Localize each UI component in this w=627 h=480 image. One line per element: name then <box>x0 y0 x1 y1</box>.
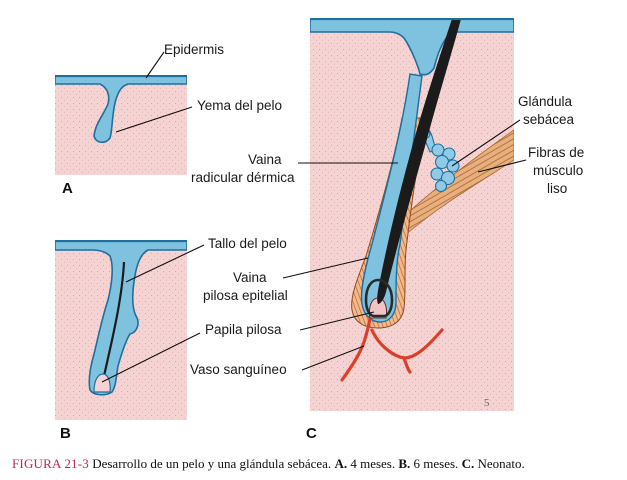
leader-epithelial-sheath <box>282 257 369 279</box>
panel-c: 5 <box>310 18 514 411</box>
hair-follicle-b <box>55 240 187 396</box>
label-epithelial-sheath-2: pilosa epitelial <box>203 288 288 303</box>
sebaceous-gland <box>419 118 460 193</box>
dermal-papilla-b <box>93 373 111 393</box>
panel-a-letter: A <box>62 180 73 197</box>
label-epithelial-sheath-1: Vaina <box>233 270 267 285</box>
panel-c-letter: C <box>306 425 317 442</box>
label-dermal-sheath-2: radicular dérmica <box>191 170 295 185</box>
caption-text: Desarrollo de un pelo y una glándula seb… <box>92 456 332 471</box>
leader-hair-bud <box>115 106 193 133</box>
label-epidermis: Epidermis <box>164 42 224 57</box>
label-blood-vessel: Vaso sanguíneo <box>190 362 287 377</box>
figure-caption: FIGURA 21-3 Desarrollo de un pelo y una … <box>12 456 622 472</box>
label-muscle-1: Fibras de <box>528 145 584 160</box>
hair-shaft-b <box>102 261 126 377</box>
epidermis-c <box>310 18 514 76</box>
panel-b-letter: B <box>60 425 71 442</box>
panel-a <box>55 75 187 175</box>
caption-key-a: A. <box>334 456 348 471</box>
caption-key-c: C. <box>461 456 475 471</box>
label-hair-shaft: Tallo del pelo <box>208 236 287 251</box>
caption-key-b: B. <box>398 456 411 471</box>
label-dermal-sheath-1: Vaina <box>248 152 282 167</box>
leader-muscle <box>477 159 527 173</box>
artist-mark: 5 <box>484 397 490 409</box>
leader-papilla-c <box>299 311 375 331</box>
leader-epidermis <box>145 51 165 79</box>
hair-shaft-c <box>377 18 462 304</box>
label-muscle-2: músculo <box>533 163 583 178</box>
leader-gland <box>451 119 521 167</box>
leader-hair-shaft <box>125 244 205 283</box>
leader-blood-vessel <box>301 345 365 371</box>
label-gland-2: sebácea <box>523 112 575 127</box>
hair-bulb <box>364 278 394 318</box>
label-muscle-3: liso <box>547 181 567 196</box>
caption-text-c: Neonato. <box>477 456 525 471</box>
caption-text-a: 4 meses. <box>350 456 396 471</box>
label-gland-1: Glándula <box>518 94 573 109</box>
leader-papilla-b <box>101 332 201 383</box>
label-hair-bud: Yema del pelo <box>197 98 282 113</box>
caption-text-b: 6 meses. <box>413 456 459 471</box>
dermis-a <box>55 75 187 175</box>
hair-bud-a <box>55 75 187 144</box>
panel-b <box>55 240 187 420</box>
label-papilla: Papila pilosa <box>205 322 282 337</box>
caption-figure-number: FIGURA 21-3 <box>12 456 89 471</box>
